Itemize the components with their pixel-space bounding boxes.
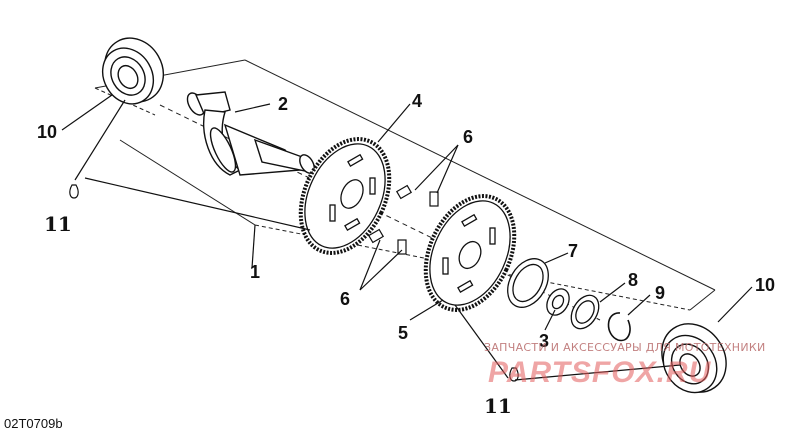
callout-7: 7 <box>568 241 579 261</box>
oil-drop-icon <box>509 367 519 382</box>
gear-upper <box>298 137 392 255</box>
callout-6-lower: 6 <box>340 289 351 309</box>
oil-drop-icons <box>69 184 519 382</box>
leader-lines <box>61 94 753 381</box>
callout-4: 4 <box>412 91 423 111</box>
callout-5: 5 <box>398 323 409 343</box>
callout-9: 9 <box>655 283 666 303</box>
camshaft <box>186 91 315 176</box>
callout-11-right: 11 <box>484 394 512 418</box>
callout-10-right: 10 <box>755 275 776 295</box>
gear-lower <box>423 194 517 312</box>
callout-6-upper: 6 <box>463 127 474 147</box>
callout-11-left: 11 <box>44 212 72 236</box>
washer-7 <box>507 258 549 308</box>
springs <box>367 184 439 255</box>
washer-3 <box>546 288 570 316</box>
callout-2: 2 <box>278 94 289 114</box>
callout-10-left: 10 <box>37 122 58 142</box>
watermark-tagline: ЗАПЧАСТИ И АКСЕССУАРЫ ДЛЯ МОТОТЕХНИКИ <box>484 341 766 354</box>
drawing-code: 02T0709b <box>4 416 63 431</box>
callout-8: 8 <box>628 270 639 290</box>
callout-1: 1 <box>250 262 261 282</box>
washer-8 <box>570 294 600 330</box>
bearing-left <box>101 37 165 105</box>
bearing-right <box>661 323 727 394</box>
watermark-logo: PARTSFOX.RU <box>488 356 712 389</box>
circlip-9 <box>607 312 631 342</box>
callout-3: 3 <box>539 331 550 351</box>
oil-drop-icon <box>69 184 79 199</box>
